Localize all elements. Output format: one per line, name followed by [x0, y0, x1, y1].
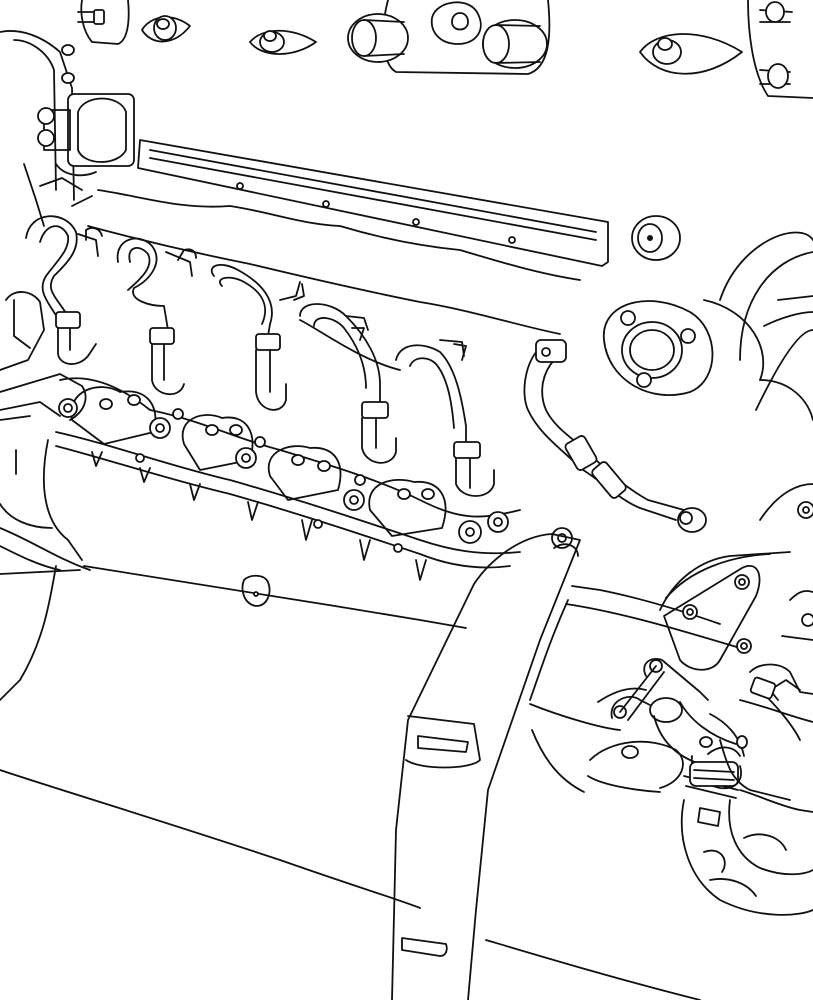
support-strap	[392, 534, 580, 1000]
cylinder-head	[0, 292, 572, 580]
gasket-rail	[72, 140, 680, 334]
crankcase-body	[0, 416, 700, 1000]
lower-right-manifold	[530, 484, 813, 792]
injector-pipes	[26, 216, 706, 532]
left-coupling-flange	[0, 31, 134, 226]
top-bolt-row	[78, 0, 813, 98]
right-round-flange	[604, 233, 813, 421]
elbow-hose-assembly	[612, 659, 813, 915]
